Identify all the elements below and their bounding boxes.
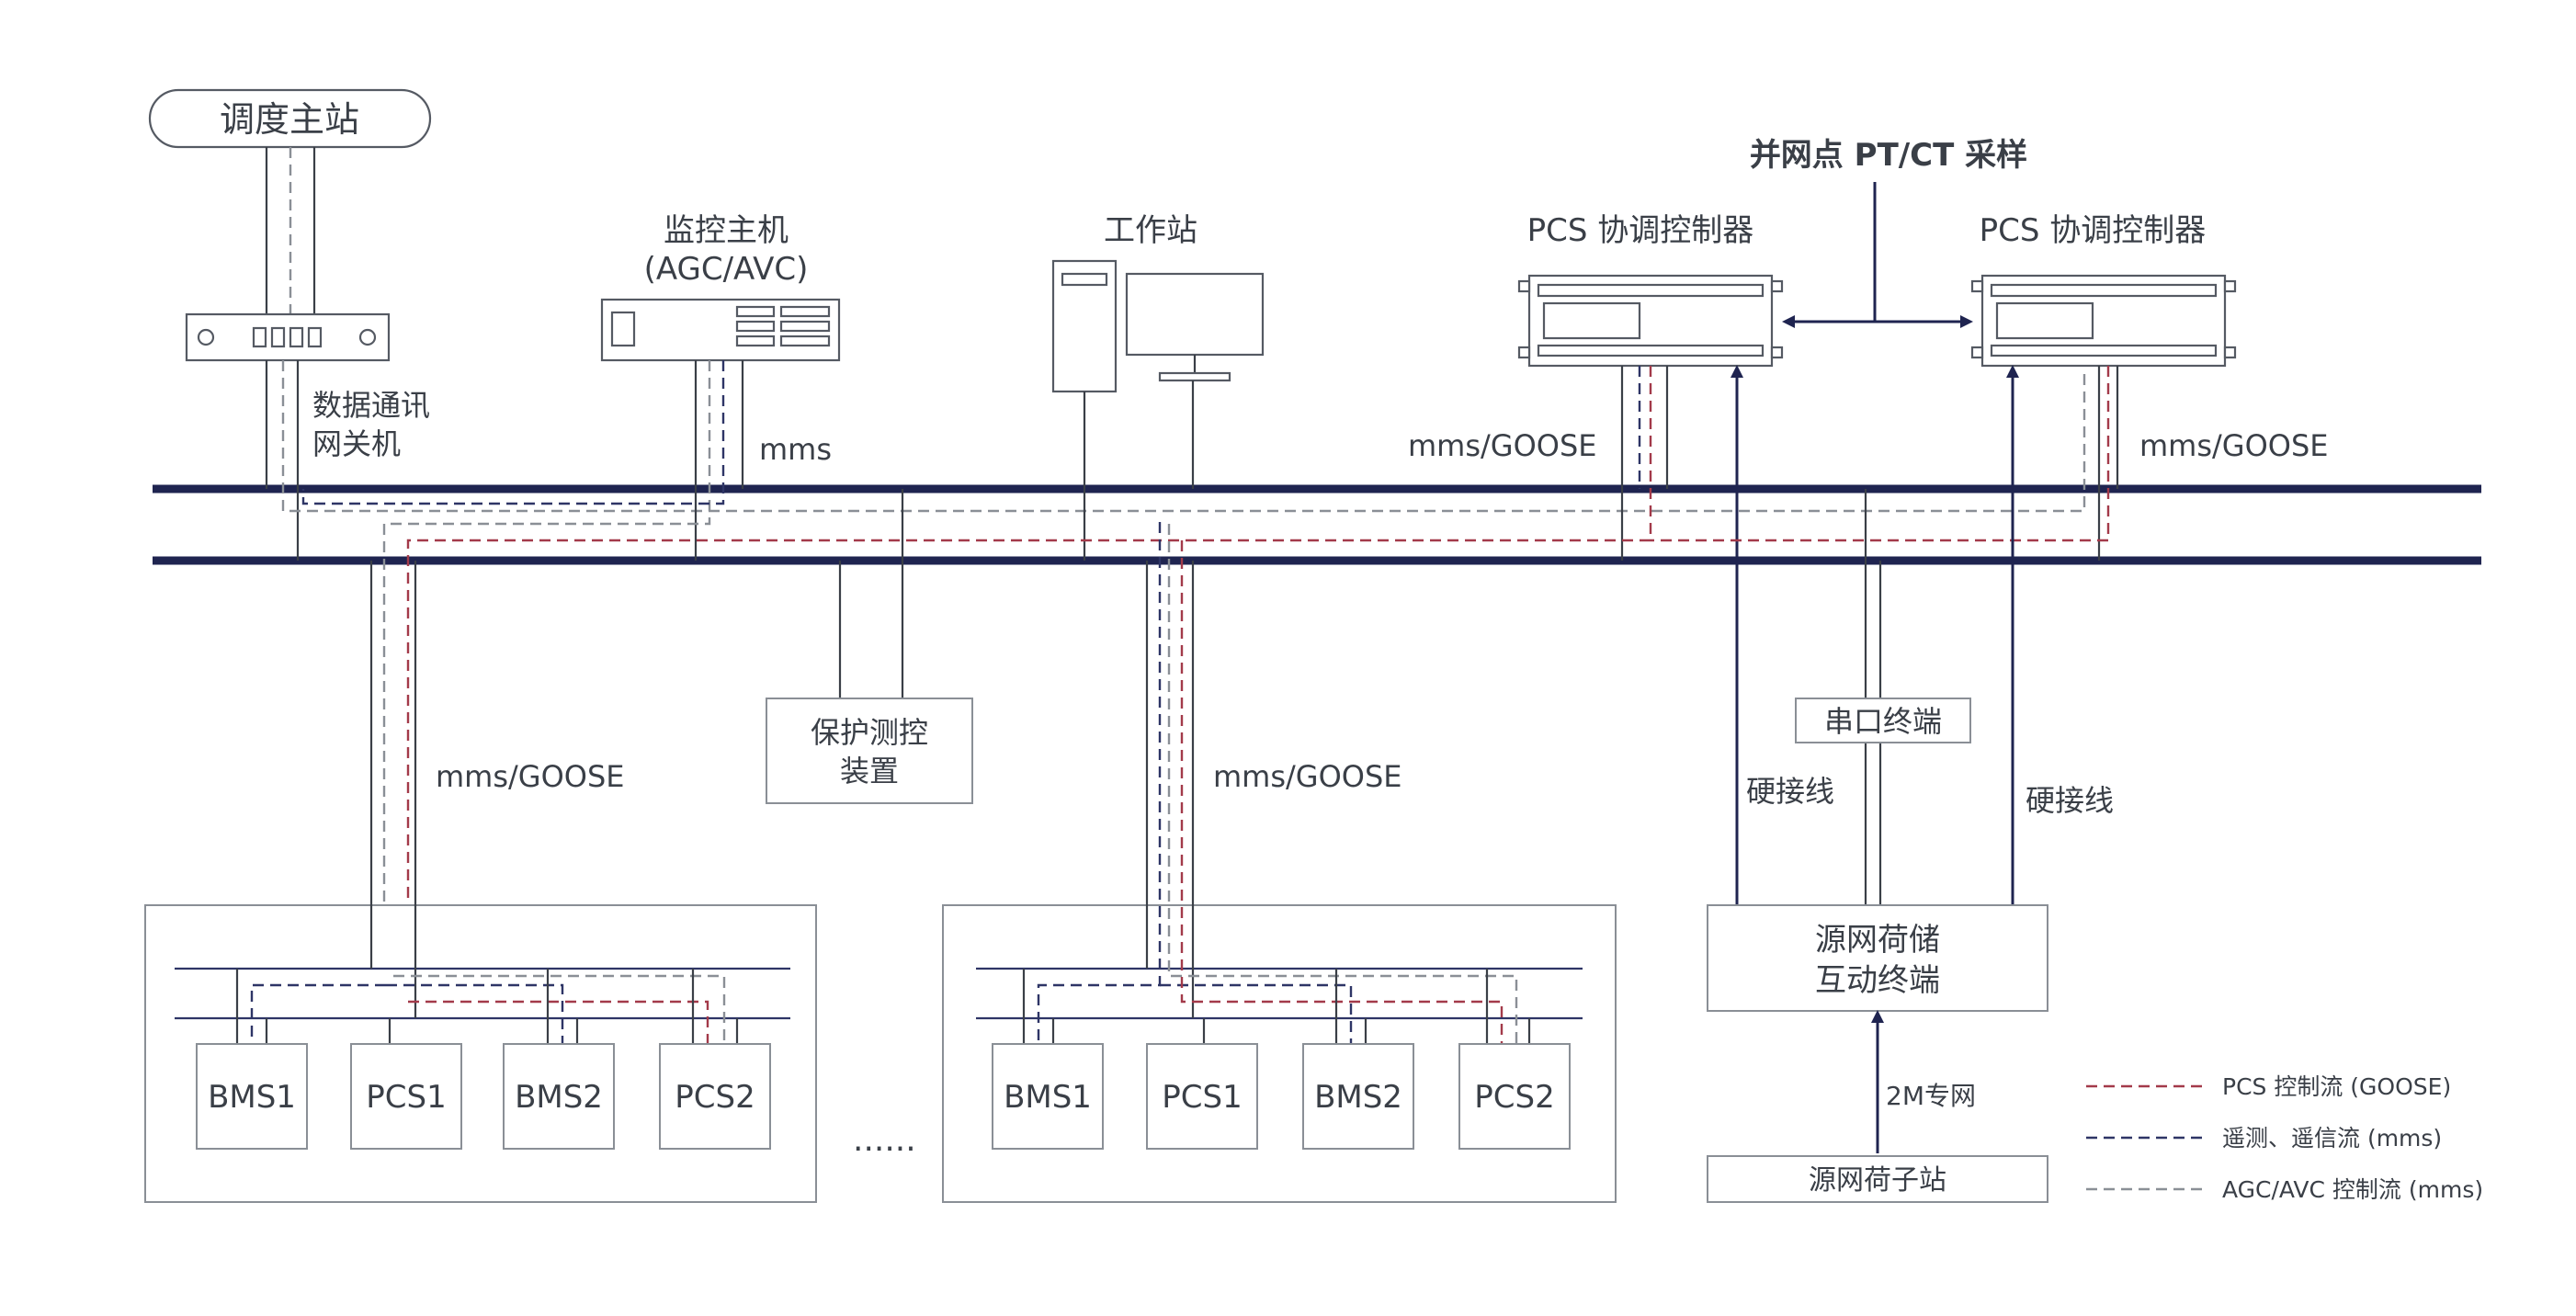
left-unit-bms2: BMS2 xyxy=(503,1043,615,1150)
substation: 源网荷子站 xyxy=(1707,1155,2048,1203)
pt-ct-label: 并网点 PT/CT 采样 xyxy=(1750,137,2027,174)
protection-label-line2: 装置 xyxy=(840,754,899,788)
net-2m-label: 2M专网 xyxy=(1886,1081,1976,1111)
right-unit-row: BMS1 PCS1 BMS2 PCS2 xyxy=(992,1043,1571,1150)
right-unit-bms1: BMS1 xyxy=(992,1043,1104,1150)
pcs-ctrl-b-label: PCS 协调控制器 xyxy=(1980,212,2207,249)
monitor-label-line2: (AGC/AVC) xyxy=(644,251,809,288)
workstation-label: 工作站 xyxy=(1104,212,1197,249)
legend: PCS 控制流 (GOOSE) 遥测、遥信流 (mms) AGC/AVC 控制流 (… xyxy=(2086,1073,2483,1203)
right-unit-pcs2: PCS2 xyxy=(1458,1043,1571,1150)
right-unit-label: BMS2 xyxy=(1314,1079,1402,1116)
hardwire-label-b: 硬接线 xyxy=(2026,783,2114,818)
mms-goose-label-b: mms/GOOSE xyxy=(2139,428,2329,463)
legend-label: AGC/AVC 控制流 (mms) xyxy=(2222,1176,2483,1203)
pcs-ctrl-a-label: PCS 协调控制器 xyxy=(1527,212,1754,249)
gateway-label-line2: 网关机 xyxy=(312,426,401,461)
left-unit-pcs2: PCS2 xyxy=(659,1043,771,1150)
left-unit-label: PCS1 xyxy=(366,1079,446,1116)
mms-goose-label-a: mms/GOOSE xyxy=(1408,428,1597,463)
right-unit-label: BMS1 xyxy=(1004,1079,1092,1116)
hardwire-label-a: 硬接线 xyxy=(1746,774,1834,809)
left-unit-row: BMS1 PCS1 BMS2 PCS2 xyxy=(196,1043,771,1150)
pcs-controller-b xyxy=(1970,274,2237,368)
monitor-label-line1: 监控主机 xyxy=(664,212,789,249)
mms-goose-label-c: mms/GOOSE xyxy=(436,759,625,794)
legend-label: 遥测、遥信流 (mms) xyxy=(2222,1125,2442,1152)
pcs-controller-a xyxy=(1517,274,1784,368)
left-unit-label: BMS1 xyxy=(208,1079,296,1116)
serial-terminal: 串口终端 xyxy=(1795,698,1971,743)
protection-label-line1: 保护测控 xyxy=(811,715,928,750)
legend-item: AGC/AVC 控制流 (mms) xyxy=(2086,1176,2483,1203)
interactive-label-line2: 互动终端 xyxy=(1815,962,1940,999)
serial-terminal-label: 串口终端 xyxy=(1824,704,1942,739)
gateway-device xyxy=(185,312,391,362)
right-unit-bms2: BMS2 xyxy=(1302,1043,1414,1150)
interactive-terminal: 源网荷储 互动终端 xyxy=(1707,904,2048,1012)
left-unit-label: PCS2 xyxy=(675,1079,755,1116)
monitor-host-device xyxy=(600,298,841,362)
gateway-label-line1: 数据通讯 xyxy=(312,388,430,423)
right-unit-label: PCS2 xyxy=(1474,1079,1554,1116)
left-unit-bms1: BMS1 xyxy=(196,1043,308,1150)
mms-label: mms xyxy=(759,432,832,467)
workstation-device xyxy=(1051,259,1265,393)
left-unit-label: BMS2 xyxy=(515,1079,603,1116)
left-unit-pcs1: PCS1 xyxy=(350,1043,462,1150)
dispatch-label: 调度主站 xyxy=(220,99,359,140)
right-unit-pcs1: PCS1 xyxy=(1146,1043,1258,1150)
legend-item: PCS 控制流 (GOOSE) xyxy=(2086,1073,2451,1100)
protection-device: 保护测控 装置 xyxy=(766,698,973,804)
legend-item: 遥测、遥信流 (mms) xyxy=(2086,1125,2442,1152)
substation-label: 源网荷子站 xyxy=(1809,1164,1946,1197)
interactive-label-line1: 源网荷储 xyxy=(1815,922,1940,959)
dispatch-master-station: 调度主站 xyxy=(148,88,432,149)
right-unit-label: PCS1 xyxy=(1162,1079,1242,1116)
legend-label: PCS 控制流 (GOOSE) xyxy=(2222,1073,2451,1100)
ellipsis-label: ...... xyxy=(853,1121,916,1159)
mms-goose-label-d: mms/GOOSE xyxy=(1213,759,1402,794)
